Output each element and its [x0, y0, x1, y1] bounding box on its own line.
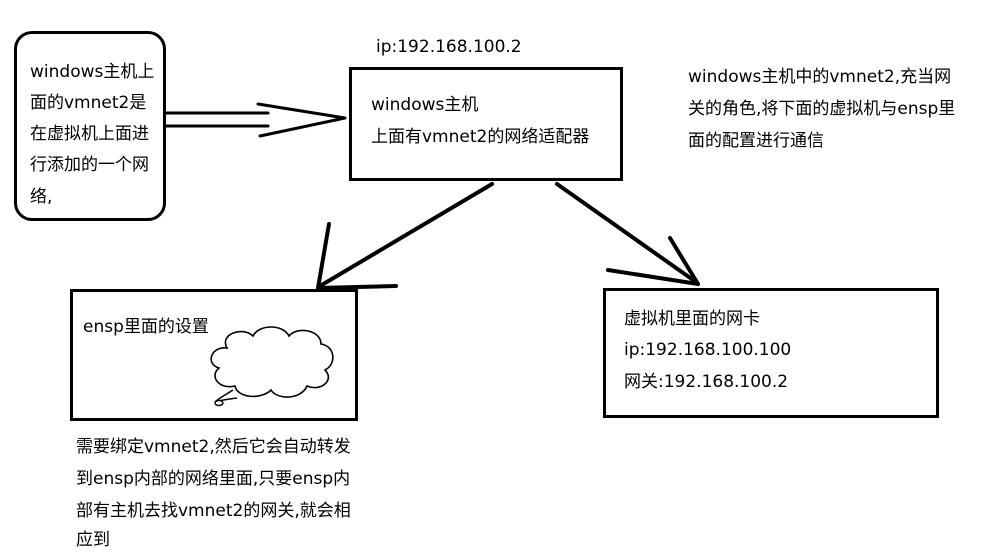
left-note-line-2: 面的vmnet2是: [30, 93, 147, 113]
arrow-host-to-ensp: [316, 182, 494, 290]
right-note-line-2: 关的角色,将下面的虚拟机与ensp里: [688, 99, 956, 119]
bottom-note-line-4: 应到: [76, 530, 110, 550]
right-note-line-1: windows主机中的vmnet2,充当网: [688, 67, 952, 87]
vm-box: 虚拟机里面的网卡 ip:192.168.100.100 网关:192.168.1…: [603, 288, 939, 418]
bottom-note-line-3: 部有主机去找vmnet2的网关,就会相: [76, 501, 351, 521]
ensp-box-title: ensp里面的设置: [83, 317, 209, 337]
double-arrow-left-to-host: [164, 102, 347, 138]
left-note-line-4: 行添加的一个网: [30, 155, 149, 175]
bottom-note-line-2: 到ensp内部的网络里面,只要ensp内: [76, 469, 351, 489]
left-note-line-5: 络,: [30, 187, 53, 207]
ensp-box: ensp里面的设置: [70, 289, 358, 421]
bottom-note-line-1: 需要绑定vmnet2,然后它会自动转发: [76, 437, 351, 457]
left-note-line-1: windows主机上: [30, 62, 155, 82]
host-box-line-1: windows主机: [371, 95, 479, 115]
left-note-box: windows主机上 面的vmnet2是 在虚拟机上面进 行添加的一个网 络,: [14, 31, 166, 221]
host-box: windows主机 上面有vmnet2的网络适配器: [349, 67, 623, 181]
vm-box-title: 虚拟机里面的网卡: [624, 309, 760, 329]
right-note-line-3: 面的配置进行通信: [688, 131, 824, 151]
vm-box-gateway: 网关:192.168.100.2: [624, 372, 789, 392]
host-box-line-2: 上面有vmnet2的网络适配器: [371, 127, 590, 147]
cloud-icon: [210, 326, 334, 407]
arrow-host-to-vm: [555, 182, 700, 286]
vm-box-ip: ip:192.168.100.100: [624, 340, 792, 360]
left-note-line-3: 在虚拟机上面进: [30, 124, 149, 144]
host-ip-label: ip:192.168.100.2: [376, 37, 522, 57]
